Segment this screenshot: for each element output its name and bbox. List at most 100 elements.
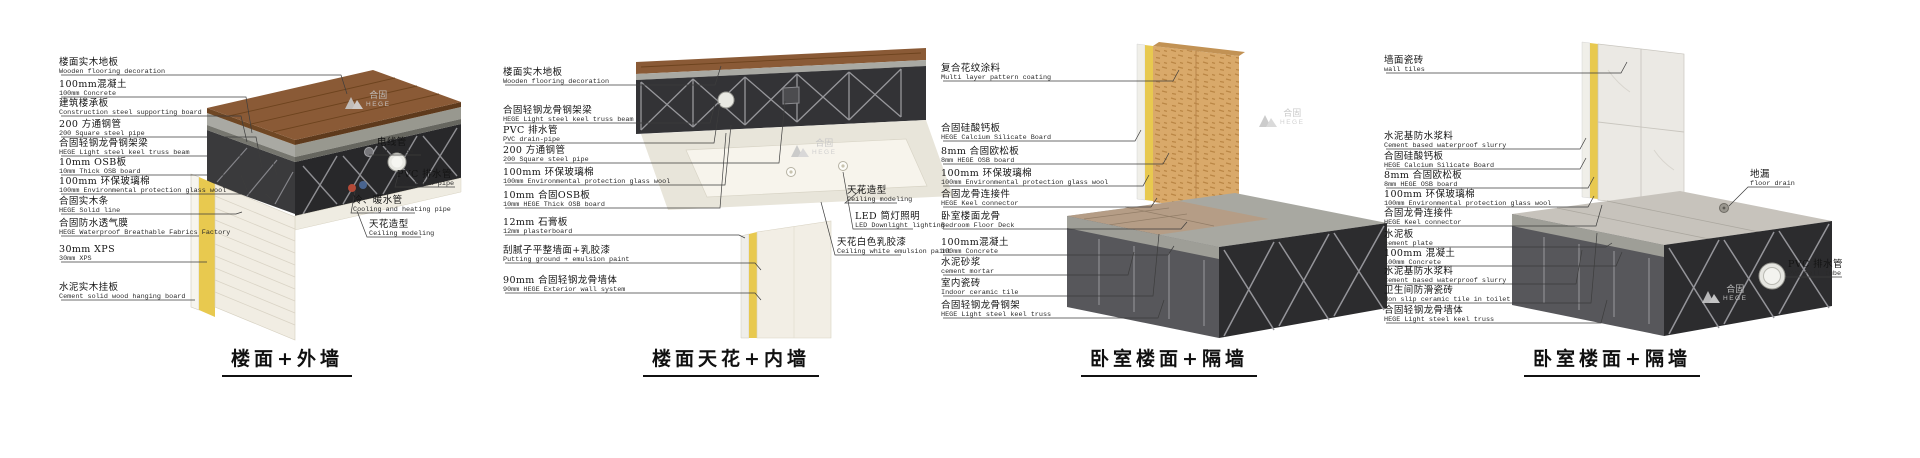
leader-line [61,155,278,176]
leader-line [844,187,897,204]
callout-label-zh: 楼面实木地板 [503,67,563,78]
leader-line [943,245,1175,256]
callout-label-zh: 合固龙骨连接件 [941,189,1011,200]
callout-label-zh: 合固轻钢龙骨墙体 [1384,305,1464,316]
callout-label-en: Cement based waterproof slurry [1384,142,1507,151]
callout-label-en: floor drain [1750,180,1795,189]
leader-line [1386,61,1628,74]
leader-line [505,100,786,164]
callout-label-zh: 天花白色乳胶漆 [837,237,907,248]
watermark-zh: 合固 [1726,285,1745,295]
callout-label-zh: 合固轻钢龙骨钢架梁 [59,138,149,149]
leader-line [505,102,721,144]
panel-title-text: 卧室楼面+隔墙 [1524,344,1700,377]
panel-title-text: 楼面+外墙 [222,344,352,377]
callout-label-en: Ceiling modeling [369,230,435,239]
callout-label-en: PVC drain-pipe [503,136,561,145]
leader-line [943,251,1135,276]
callout-label-zh: 10mm OSB板 [59,157,127,168]
callout-label-en: 100mm Concrete [1384,259,1442,268]
callout-label-en: HEGE Waterproof Breathable Fabrics Facto… [59,229,231,238]
floor-truss [636,66,926,134]
callout-label-en: 100mm Concrete [59,90,117,99]
callout-label-en: 100mm Environmental protection glass woo… [503,178,671,187]
callout-label-zh: 8mm 合固欧松板 [1384,170,1463,181]
callout-label-zh: 合固龙骨连接件 [1384,208,1454,219]
ceiling [641,120,953,210]
callout-label-zh: 卧室楼面龙骨 [941,211,1001,222]
leader-line [1386,176,1595,189]
leader-line [1386,204,1603,227]
leader-line [394,170,455,188]
panel-title: 楼面天花+内墙 [491,344,971,377]
callout-label-en: LED Downlight lighting [855,222,945,231]
panel-title: 卧室楼面+隔墙 [1372,344,1852,377]
callout-label-zh: PVC 排水管 [503,125,558,136]
callout-label-en: HEGE Light steel keel truss beam [59,149,190,158]
callout-label-zh: 水泥基防水浆料 [1384,131,1454,142]
floor-deck-marble [1512,191,1832,245]
callout-label-zh: 水泥砂浆 [941,257,981,268]
watermark-en: HEGE [1723,295,1748,302]
callout-label-en: cement mortar [941,268,995,277]
leader-line [1728,186,1790,207]
leader-line [505,234,746,239]
heating-pipe [348,184,356,192]
leader-line [61,115,248,143]
callout-label-zh: 水泥基防水浆料 [1384,266,1454,277]
callout-label-en: HEGE Calcium Silicate Board [1384,162,1495,171]
callout-label-zh: 天花造型 [847,185,887,196]
concrete-edge [1067,216,1219,259]
leader-line [505,262,762,271]
callout-label-en: Ceiling modeling [847,196,913,205]
callout-label-zh: LED 筒灯照明 [855,211,921,222]
concrete-edge [1512,214,1664,257]
callout-label-en: wire tube [377,148,414,157]
callout-label-zh: 水泥板 [1384,229,1414,240]
callout-label-en: Non slip ceramic tile in toilet [1384,296,1511,305]
callout-label-zh: 100mm 混凝土 [1384,248,1456,259]
leader-line [505,132,727,209]
callout-label-en: Cement solid wood hanging board [59,293,186,302]
leader-lines [1386,61,1842,324]
leader-line [1386,249,1583,285]
leader-line [1386,242,1613,248]
callout-label-en: HEGE Keel connector [1384,219,1462,228]
hege-logo-icon [791,145,809,158]
floor-truss-section [207,124,462,231]
leader-line [61,136,263,169]
callout-label-en: PVC fall tube [1788,270,1842,279]
callout-label-en: 100mm Environmental protection glass woo… [941,179,1109,188]
callout-label-zh: 100mm 环保玻璃棉 [503,167,595,178]
leader-line [820,201,901,256]
callout-label-zh: 10mm 合固OSB板 [503,190,591,201]
watermark-zh: 合固 [1283,109,1302,119]
floor-truss-box [1067,216,1387,338]
callout-label-zh: 合固轻钢龙骨钢架梁 [503,105,593,116]
callout-label-zh: 冷、暖水管 [353,195,403,206]
callout-label-zh: 100mm 环保玻璃棉 [59,176,151,187]
